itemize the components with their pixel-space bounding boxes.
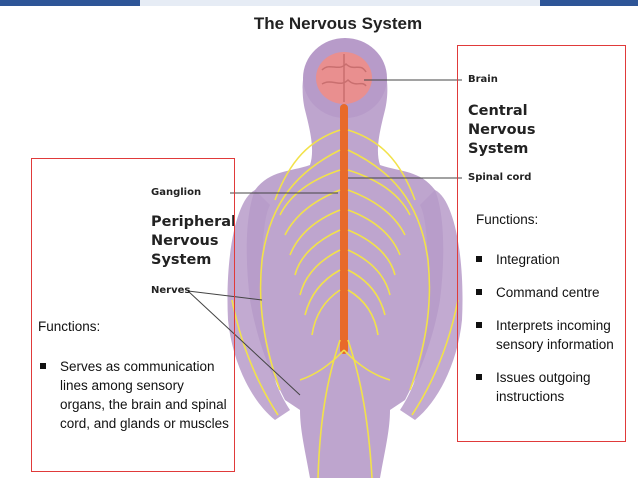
pns-functions-heading: Functions: xyxy=(38,319,101,334)
cns-functions-box: Functions: Integration Command centre In… xyxy=(457,45,626,442)
label-pns: Peripheral Nervous System xyxy=(151,213,236,270)
pns-functions-list: Serves as communication lines among sens… xyxy=(40,357,230,433)
list-item: Command centre xyxy=(476,283,622,302)
label-spinal-cord: Spinal cord xyxy=(468,172,532,183)
leader-lines xyxy=(187,79,462,396)
bullet-icon xyxy=(476,289,482,295)
label-brain: Brain xyxy=(468,74,498,85)
label-pns-line-1: Peripheral xyxy=(151,214,237,230)
list-item: Issues outgoing instructions xyxy=(476,368,622,406)
list-item: Serves as communication lines among sens… xyxy=(40,357,230,433)
diagram-title: The Nervous System xyxy=(253,14,423,33)
list-item-text: Integration xyxy=(496,252,560,267)
list-item-text: Issues outgoing instructions xyxy=(496,370,591,404)
pns-functions-box: Functions: Serves as communication lines… xyxy=(31,158,235,472)
label-ganglion: Ganglion xyxy=(151,187,202,198)
label-pns-line-3: System xyxy=(151,252,212,268)
bullet-icon xyxy=(40,363,46,369)
accent-bar-right xyxy=(540,0,638,6)
cns-functions-list: Integration Command centre Interprets in… xyxy=(476,250,622,406)
list-item-text: Command centre xyxy=(496,285,600,300)
list-item: Interprets incoming sensory information xyxy=(476,316,622,354)
bullet-icon xyxy=(476,256,482,262)
list-item: Integration xyxy=(476,250,622,269)
accent-bar-middle xyxy=(140,0,540,6)
list-item-text: Serves as communication lines among sens… xyxy=(60,359,229,431)
left-arm xyxy=(227,190,290,420)
spinal-cord xyxy=(340,104,348,354)
cns-functions-heading: Functions: xyxy=(476,212,539,227)
nerves-leader-1 xyxy=(187,290,263,301)
label-cns-line-1: Central xyxy=(468,103,528,119)
label-cns-line-3: System xyxy=(468,141,529,157)
label-nerves: Nerves xyxy=(151,285,191,296)
brain-folds xyxy=(321,54,367,102)
right-arm xyxy=(400,190,463,420)
nerve-network xyxy=(231,129,459,478)
list-item-text: Interprets incoming sensory information xyxy=(496,318,614,352)
label-cns: Central Nervous System xyxy=(468,102,536,159)
label-cns-line-2: Nervous xyxy=(468,122,536,138)
bullet-icon xyxy=(476,322,482,328)
accent-bar-left xyxy=(0,0,140,6)
bullet-icon xyxy=(476,374,482,380)
label-pns-line-2: Nervous xyxy=(151,233,219,249)
nerves-leader-2 xyxy=(187,290,301,396)
